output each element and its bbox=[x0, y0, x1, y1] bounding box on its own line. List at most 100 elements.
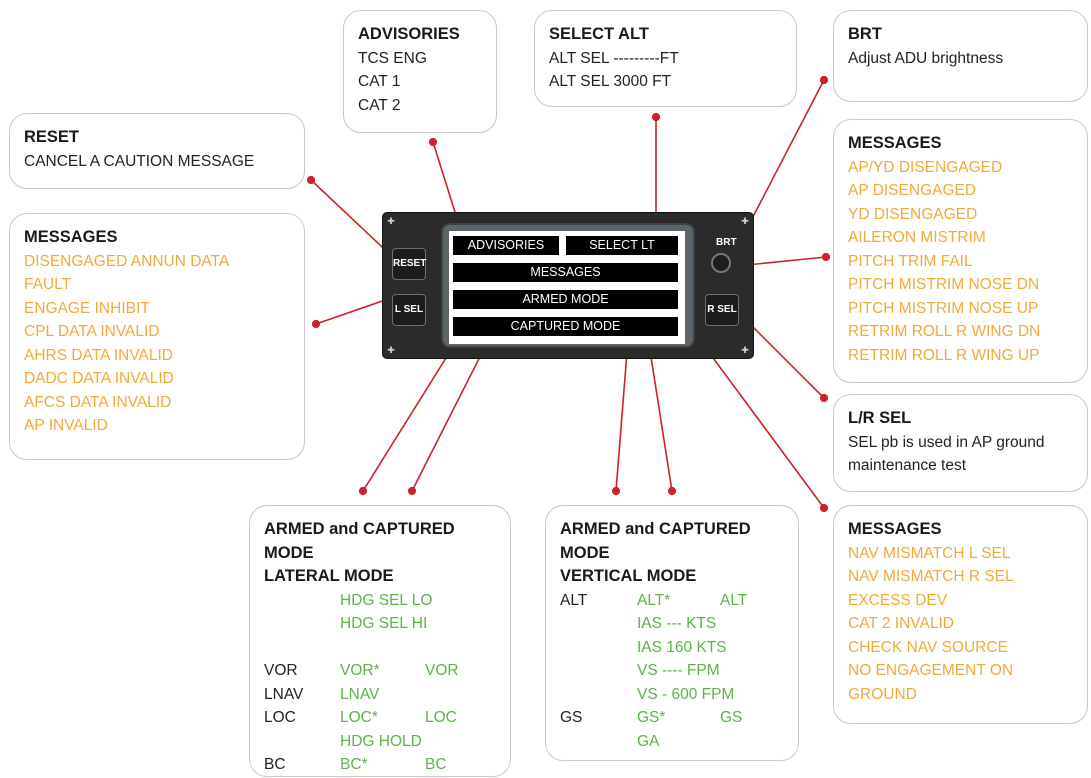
messages-window: MESSAGES bbox=[453, 263, 678, 282]
caution-message: AHRS DATA INVALID bbox=[24, 346, 174, 364]
brt-callout: BRT Adjust ADU brightness bbox=[833, 10, 1088, 102]
vertical-subtitle: VERTICAL MODE bbox=[560, 567, 697, 585]
caution-message: FAULT bbox=[24, 276, 72, 293]
caution-message: AILERON MISTRIM bbox=[848, 229, 986, 246]
advisory-item: CAT 2 bbox=[358, 96, 401, 114]
caution-message: AP DISENGAGED bbox=[848, 182, 977, 199]
armed-mode: GS* bbox=[637, 709, 666, 726]
mode-row: HDG SEL LO bbox=[264, 589, 496, 613]
caution-message: PITCH MISTRIM NOSE UP bbox=[848, 299, 1039, 317]
caution-message: RETRIM ROLL R WING DN bbox=[848, 323, 1041, 340]
lr-sel-description: SEL pb is used in AP ground bbox=[848, 433, 1045, 451]
mode-row: LOC LOC* LOC bbox=[264, 706, 496, 730]
mode-label: GS bbox=[560, 709, 583, 726]
captured-mode: GS bbox=[720, 709, 743, 726]
mode-label: LOC bbox=[264, 709, 296, 726]
adu-display: ADVISORIES SELECT LT MESSAGES ARMED MODE… bbox=[449, 231, 685, 344]
screw-icon: ✚ bbox=[741, 216, 749, 226]
captured-mode: BC bbox=[425, 756, 447, 773]
screw-icon: ✚ bbox=[387, 345, 395, 355]
mode-row bbox=[264, 636, 496, 660]
select-alt-title: SELECT ALT bbox=[549, 25, 649, 43]
messages-right-title: MESSAGES bbox=[848, 134, 942, 152]
caution-message: DADC DATA INVALID bbox=[24, 370, 174, 387]
advisories-callout: ADVISORIES TCS ENG CAT 1 CAT 2 bbox=[343, 10, 497, 133]
select-alt-item: ALT SEL 3000 FT bbox=[549, 73, 672, 90]
lateral-title: MODE bbox=[264, 543, 314, 562]
caution-message: AP INVALID bbox=[24, 417, 108, 434]
lr-sel-title: L/R SEL bbox=[848, 409, 912, 427]
armed-mode: IAS --- KTS bbox=[637, 615, 717, 632]
select-alt-item: ALT SEL ---------FT bbox=[549, 49, 679, 67]
mode-label: LNAV bbox=[264, 685, 304, 703]
mode-label: BC bbox=[264, 756, 286, 773]
caution-message: NAV MISMATCH R SEL bbox=[848, 568, 1014, 585]
advisories-window: ADVISORIES bbox=[453, 236, 559, 255]
captured-mode: ALT bbox=[720, 591, 748, 609]
armed-mode: VS - 600 FPM bbox=[637, 685, 735, 703]
captured-mode: VOR bbox=[425, 662, 459, 679]
caution-message: NO ENGAGEMENT ON bbox=[848, 662, 1014, 679]
select-lt-window: SELECT LT bbox=[566, 236, 678, 255]
armed-mode: VS ---- FPM bbox=[637, 662, 720, 679]
brt-label: BRT bbox=[716, 237, 737, 248]
advisory-item: CAT 1 bbox=[358, 73, 401, 90]
mode-row: HDG SEL HI bbox=[264, 612, 496, 636]
adu-panel: ✚ ✚ ✚ ✚ RESET L SEL R SEL BRT ADVISORIES… bbox=[382, 212, 754, 359]
armed-mode: LOC* bbox=[340, 709, 378, 726]
captured-mode-window: CAPTURED MODE bbox=[453, 317, 678, 336]
messages-right-callout: MESSAGES AP/YD DISENGAGED AP DISENGAGED … bbox=[833, 119, 1088, 383]
caution-message: RETRIM ROLL R WING UP bbox=[848, 346, 1040, 364]
messages-bottom-title: MESSAGES bbox=[848, 520, 942, 538]
reset-title: RESET bbox=[24, 128, 80, 146]
caution-message: CHECK NAV SOURCE bbox=[848, 638, 1008, 656]
advisories-title: ADVISORIES bbox=[358, 25, 460, 43]
lateral-mode-callout: ARMED and CAPTURED MODE LATERAL MODE HDG… bbox=[249, 505, 511, 777]
connector-lateral-captured bbox=[411, 332, 493, 492]
vertical-title: MODE bbox=[560, 543, 610, 562]
armed-mode: HDG SEL HI bbox=[340, 615, 428, 632]
caution-message: NAV MISMATCH L SEL bbox=[848, 544, 1011, 562]
messages-left-title: MESSAGES bbox=[24, 228, 118, 246]
vertical-mode-callout: ARMED and CAPTURED MODE VERTICAL MODE AL… bbox=[545, 505, 799, 761]
armed-mode: HDG HOLD bbox=[340, 732, 422, 750]
mode-label: VOR bbox=[264, 662, 298, 679]
armed-mode-window: ARMED MODE bbox=[453, 290, 678, 309]
caution-message: AP/YD DISENGAGED bbox=[848, 158, 1003, 176]
caution-message: GROUND bbox=[848, 685, 917, 703]
caution-message: AFCS DATA INVALID bbox=[24, 393, 172, 411]
messages-bottom-callout: MESSAGES NAV MISMATCH L SEL NAV MISMATCH… bbox=[833, 505, 1088, 724]
lr-sel-callout: L/R SEL SEL pb is used in AP ground main… bbox=[833, 394, 1088, 492]
reset-button[interactable]: RESET bbox=[392, 248, 426, 280]
caution-message: PITCH MISTRIM NOSE DN bbox=[848, 276, 1040, 293]
caution-message: YD DISENGAGED bbox=[848, 205, 978, 223]
lr-sel-description: maintenance test bbox=[848, 457, 967, 474]
brightness-knob[interactable] bbox=[711, 253, 731, 273]
screw-icon: ✚ bbox=[741, 345, 749, 355]
armed-mode: GA bbox=[637, 732, 660, 750]
screw-icon: ✚ bbox=[387, 216, 395, 226]
lateral-subtitle: LATERAL MODE bbox=[264, 567, 394, 585]
brt-description: Adjust ADU brightness bbox=[848, 49, 1004, 67]
mode-row: HDG HOLD bbox=[264, 730, 496, 754]
reset-callout: RESET CANCEL A CAUTION MESSAGE bbox=[9, 113, 305, 189]
mode-row: VS - 600 FPM bbox=[560, 683, 784, 707]
select-alt-callout: SELECT ALT ALT SEL ---------FT ALT SEL 3… bbox=[534, 10, 797, 107]
captured-mode: LOC bbox=[425, 709, 457, 726]
advisory-item: TCS ENG bbox=[358, 49, 427, 67]
caution-message: CAT 2 INVALID bbox=[848, 615, 954, 632]
r-sel-button[interactable]: R SEL bbox=[705, 294, 739, 326]
caution-message: CPL DATA INVALID bbox=[24, 323, 160, 340]
caution-message: PITCH TRIM FAIL bbox=[848, 252, 973, 270]
armed-mode: HDG SEL LO bbox=[340, 591, 433, 609]
mode-row: GA bbox=[560, 730, 784, 754]
lateral-title: ARMED and CAPTURED bbox=[264, 520, 455, 538]
vertical-title: ARMED and CAPTURED bbox=[560, 520, 751, 538]
caution-message: ENGAGE INHIBIT bbox=[24, 299, 150, 317]
mode-row: VS ---- FPM bbox=[560, 659, 784, 683]
mode-row: IAS --- KTS bbox=[560, 612, 784, 636]
l-sel-button[interactable]: L SEL bbox=[392, 294, 426, 326]
